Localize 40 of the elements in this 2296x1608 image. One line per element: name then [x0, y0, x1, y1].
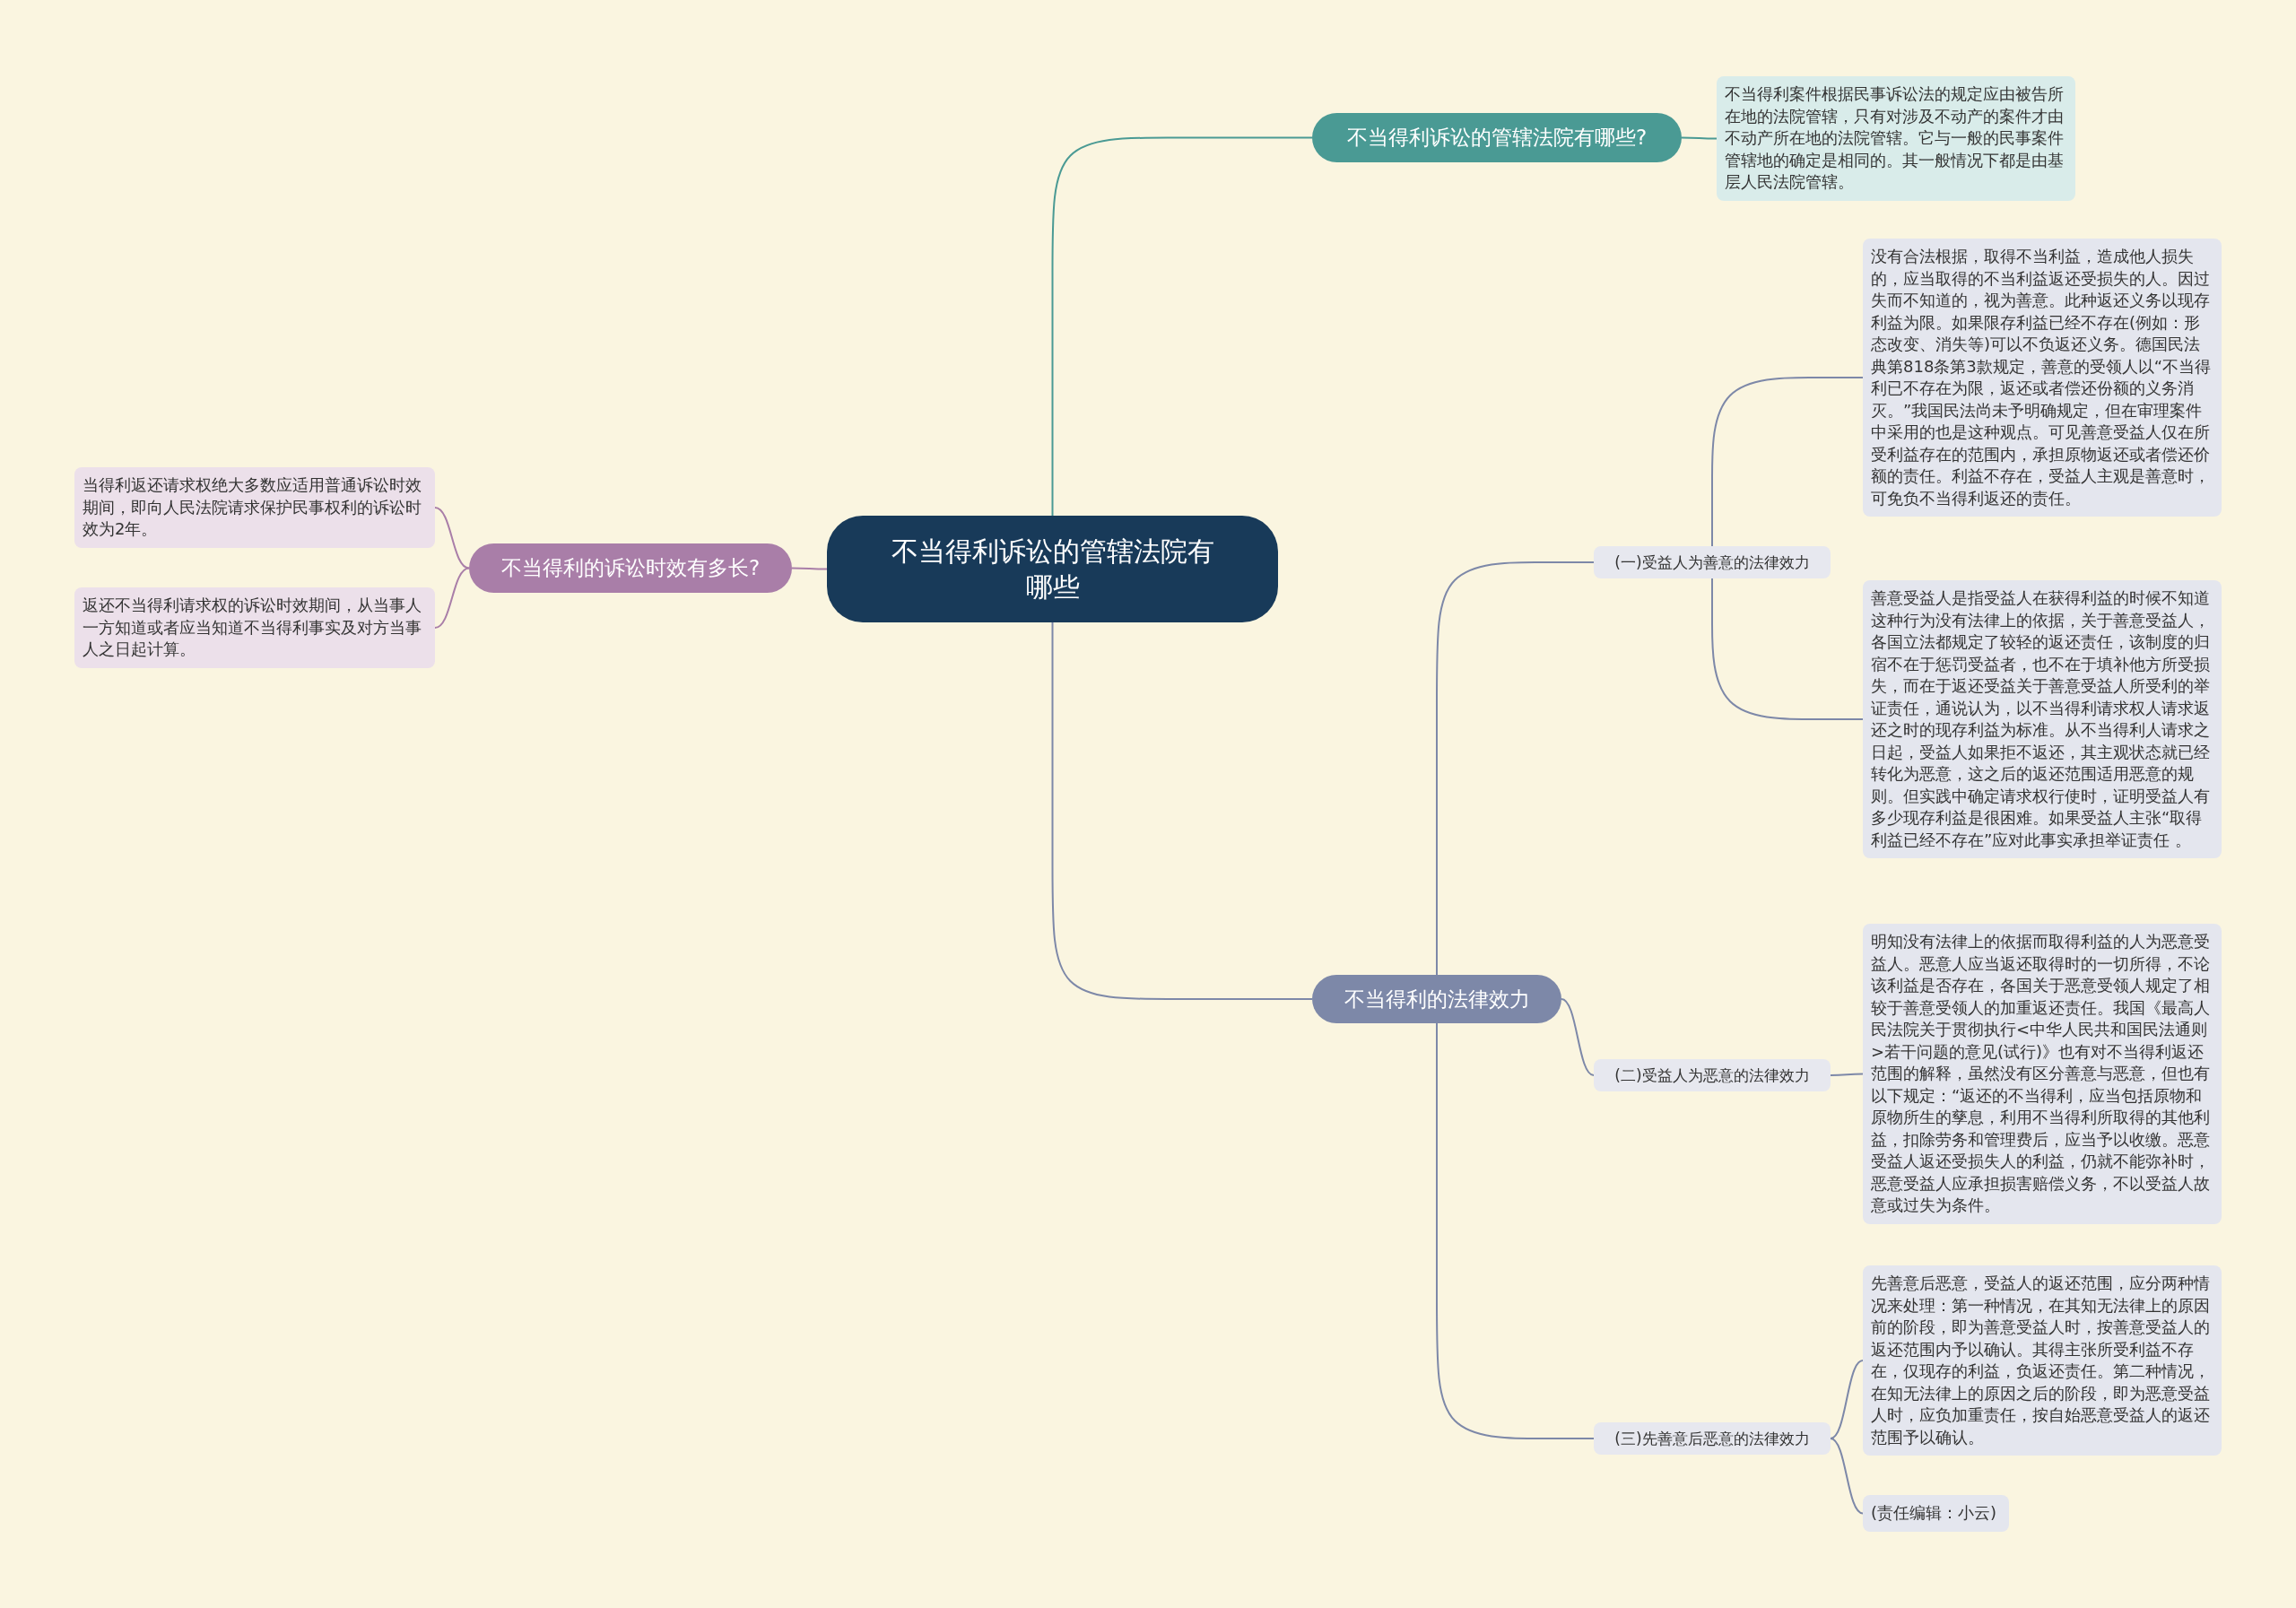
central-topic: [827, 516, 1278, 622]
connector-line: [1830, 1360, 1864, 1439]
subtopic-label: [1594, 546, 1831, 578]
connector-line: [1830, 1438, 1864, 1515]
text: (责任编辑：小云): [1871, 1502, 1998, 1524]
topic-pill: [1312, 975, 1561, 1023]
text: (二)受益人为恶意的法律效力: [1614, 1065, 1810, 1086]
note-card: [1863, 1495, 2009, 1532]
text: 善意受益人是指受益人在获得利益的时候不知道这种行为没有法律上的依据，关于善意受益人，各国立法都规定了较轻的返还责任，该制度的归宿不在于惩罚受益者，也不在于填补他方所受损失，而在于返还受益关于善意受益人所受利的举证责任，通说认为，以不当得利请求权人请求返还之时的现存利益为标准。从不当得利人请求之日起，受益人如果拒不返还，其主观状态就已经转化为恶意，这之后的返还范围适用恶意的规则。但实践中确定请求权行使时，证明受益人有多少现存利益是很困难。如果受益人主张“取得利益已经不存在”应对此事实承担举证责任 。: [1871, 587, 2211, 851]
note-card: [74, 587, 435, 668]
connector-line: [1711, 578, 1864, 720]
text: 返还不当得利请求权的诉讼时效期间，从当事人一方知道或者应当知道不当得利事实及对方当事人之日起计算。: [83, 595, 422, 660]
connector-line: [434, 507, 470, 569]
connector-line: [1436, 1022, 1595, 1439]
connector-line: [1436, 561, 1595, 976]
note-card: [74, 467, 435, 548]
text: 明知没有法律上的依据而取得利益的人为恶意受益人。恶意人应当返还取得时的一切所得，不论该利益是否存在，各国关于恶意受领人规定了相较于善意受领人的加重返还责任。我国《最高人民法院关于贯彻执行<中华人民共和国民法通则>若干问题的意见(试行)》也有对不当得利返还范围的解释，虽然没有区分善意与恶意，但也有以下规定：“返还的不当得利，应当包括原物和原物所生的孳息，利用不当得利所取得的其他利益，扣除劳务和管理费后，应当予以收缴。恶意受益人返还受损失人的利益，仍就不能弥补时，恶意受益人应承担损害赔偿义务，不以受益人故意或过失为条件。: [1871, 931, 2211, 1216]
note-card: [1717, 76, 2075, 201]
text: (三)先善意后恶意的法律效力: [1614, 1428, 1810, 1449]
text: 不当得利的诉讼时效有多长?: [500, 555, 761, 581]
text: 不当得利案件根据民事诉讼法的规定应由被告所在地的法院管辖，只有对涉及不动产的案件才由不动产所在地的法院管辖。它与一般的民事案件管辖地的确定是相同的。其一般情况下都是由基层人民法院管辖。: [1725, 83, 2065, 193]
connector-line: [1051, 621, 1313, 1000]
connector-line: [791, 567, 828, 570]
connector-line: [1561, 998, 1595, 1076]
connector-line: [1830, 1073, 1864, 1076]
connector-line: [1681, 136, 1718, 140]
connector-line: [1711, 377, 1864, 547]
text: 不当得利诉讼的管辖法院有哪些?: [1346, 125, 1648, 151]
text: 不当得利诉讼的管辖法院有哪些: [890, 534, 1215, 604]
text: 不当得利的法律效力: [1344, 986, 1530, 1013]
text: (一)受益人为善意的法律效力: [1614, 552, 1810, 573]
text: 先善意后恶意，受益人的返还范围，应分两种情况来处理：第一种情况，在其知无法律上的原因前的阶段，即为善意受益人时，按善意受益人的返还范围内予以确认。其得主张所受利益不存在，仅现存的利益，负返还责任。第二种情况，在知无法律上的原因之后的阶段，即为恶意受益人时，应负加重责任，按自始恶意受益人的返还范围予以确认。: [1871, 1273, 2211, 1448]
connector-line: [1051, 136, 1313, 517]
subtopic-label: [1594, 1059, 1831, 1091]
topic-pill: [1312, 113, 1682, 162]
connector-line: [434, 567, 470, 629]
text: 当得利返还请求权绝大多数应适用普通诉讼时效期间，即向人民法院请求保护民事权利的诉讼时效为2年。: [83, 474, 422, 540]
subtopic-label: [1594, 1422, 1831, 1455]
text: 没有合法根据，取得不当利益，造成他人损失的，应当取得的不当利益返还受损失的人。因过失而不知道的，视为善意。此种返还义务以现存利益为限。如果限存利益已经不存在(例如：形态改变、消失等)可以不负返还义务。德国民法典第818条第3款规定，善意的受领人以“不当得利已不存在为限，返还或者偿还份额的义务消灭。”我国民法尚未予明确规定，但在审理案件中采用的也是这种观点。可见善意受益人仅在所受利益存在的范围内，承担原物返还或者偿还价额的责任。利益不存在，受益人主观是善意时，可免负不当得利返还的责任。: [1871, 246, 2213, 509]
topic-pill: [469, 543, 792, 593]
